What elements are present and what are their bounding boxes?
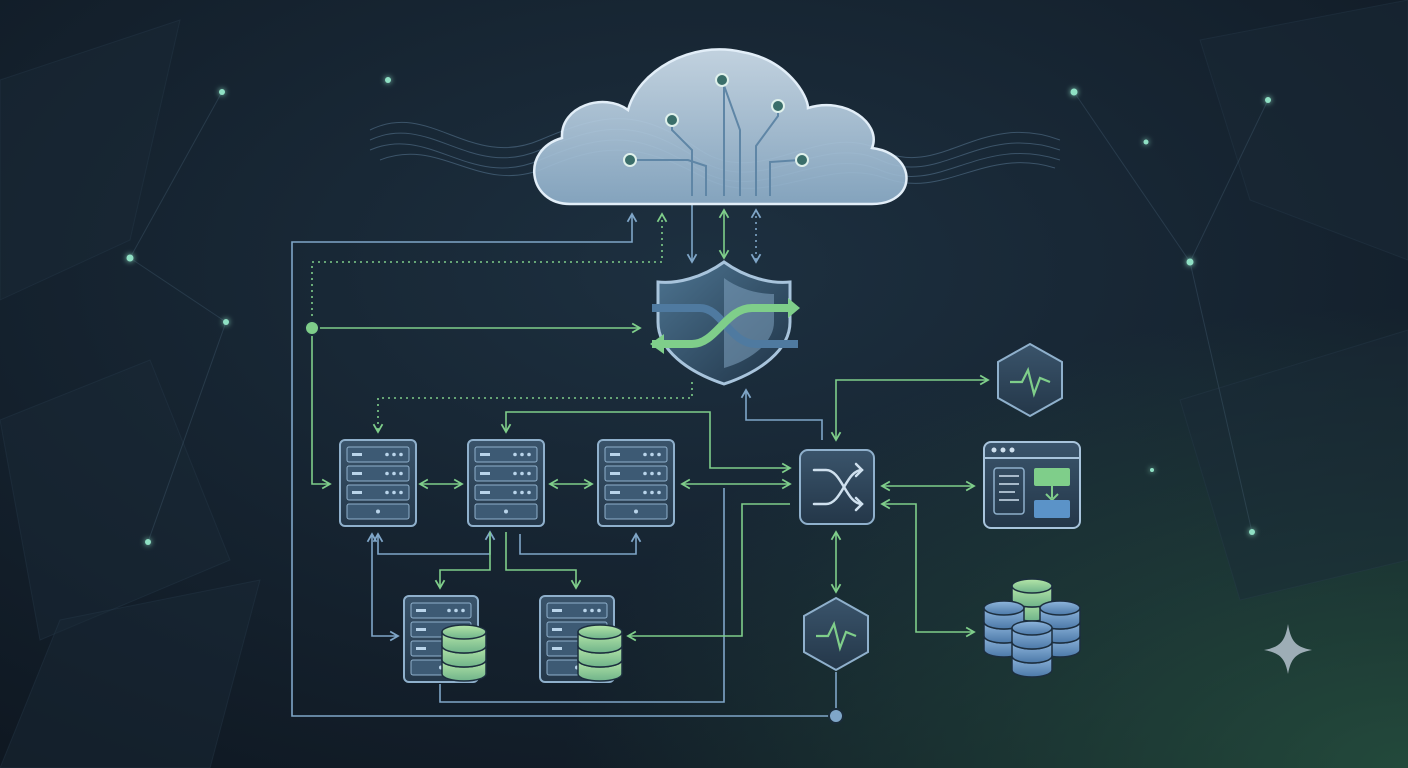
server-rack-icon — [467, 439, 545, 527]
shield-exchange-icon — [650, 260, 800, 386]
server-group — [339, 439, 675, 527]
database-stack — [441, 624, 487, 682]
server-database-group — [403, 595, 623, 683]
server-rack-icon — [339, 439, 417, 527]
shuffle-icon — [799, 449, 875, 525]
heartbeat-icon — [997, 342, 1063, 418]
server-rack-icon — [597, 439, 675, 527]
background-glow-dots — [126, 77, 1271, 545]
junction-node-green — [304, 320, 320, 336]
connection-lines — [291, 204, 990, 717]
database-cluster-icon — [983, 578, 1081, 678]
database-stack — [577, 624, 623, 682]
heartbeat-icon-bottom — [803, 596, 869, 672]
database-stack — [1011, 620, 1053, 678]
background-network-lines — [129, 91, 1269, 543]
sparkle-icon — [1264, 624, 1312, 674]
junction-node-blue — [828, 708, 844, 724]
cloud-icon — [533, 48, 908, 206]
dashboard-window-icon — [983, 441, 1081, 529]
